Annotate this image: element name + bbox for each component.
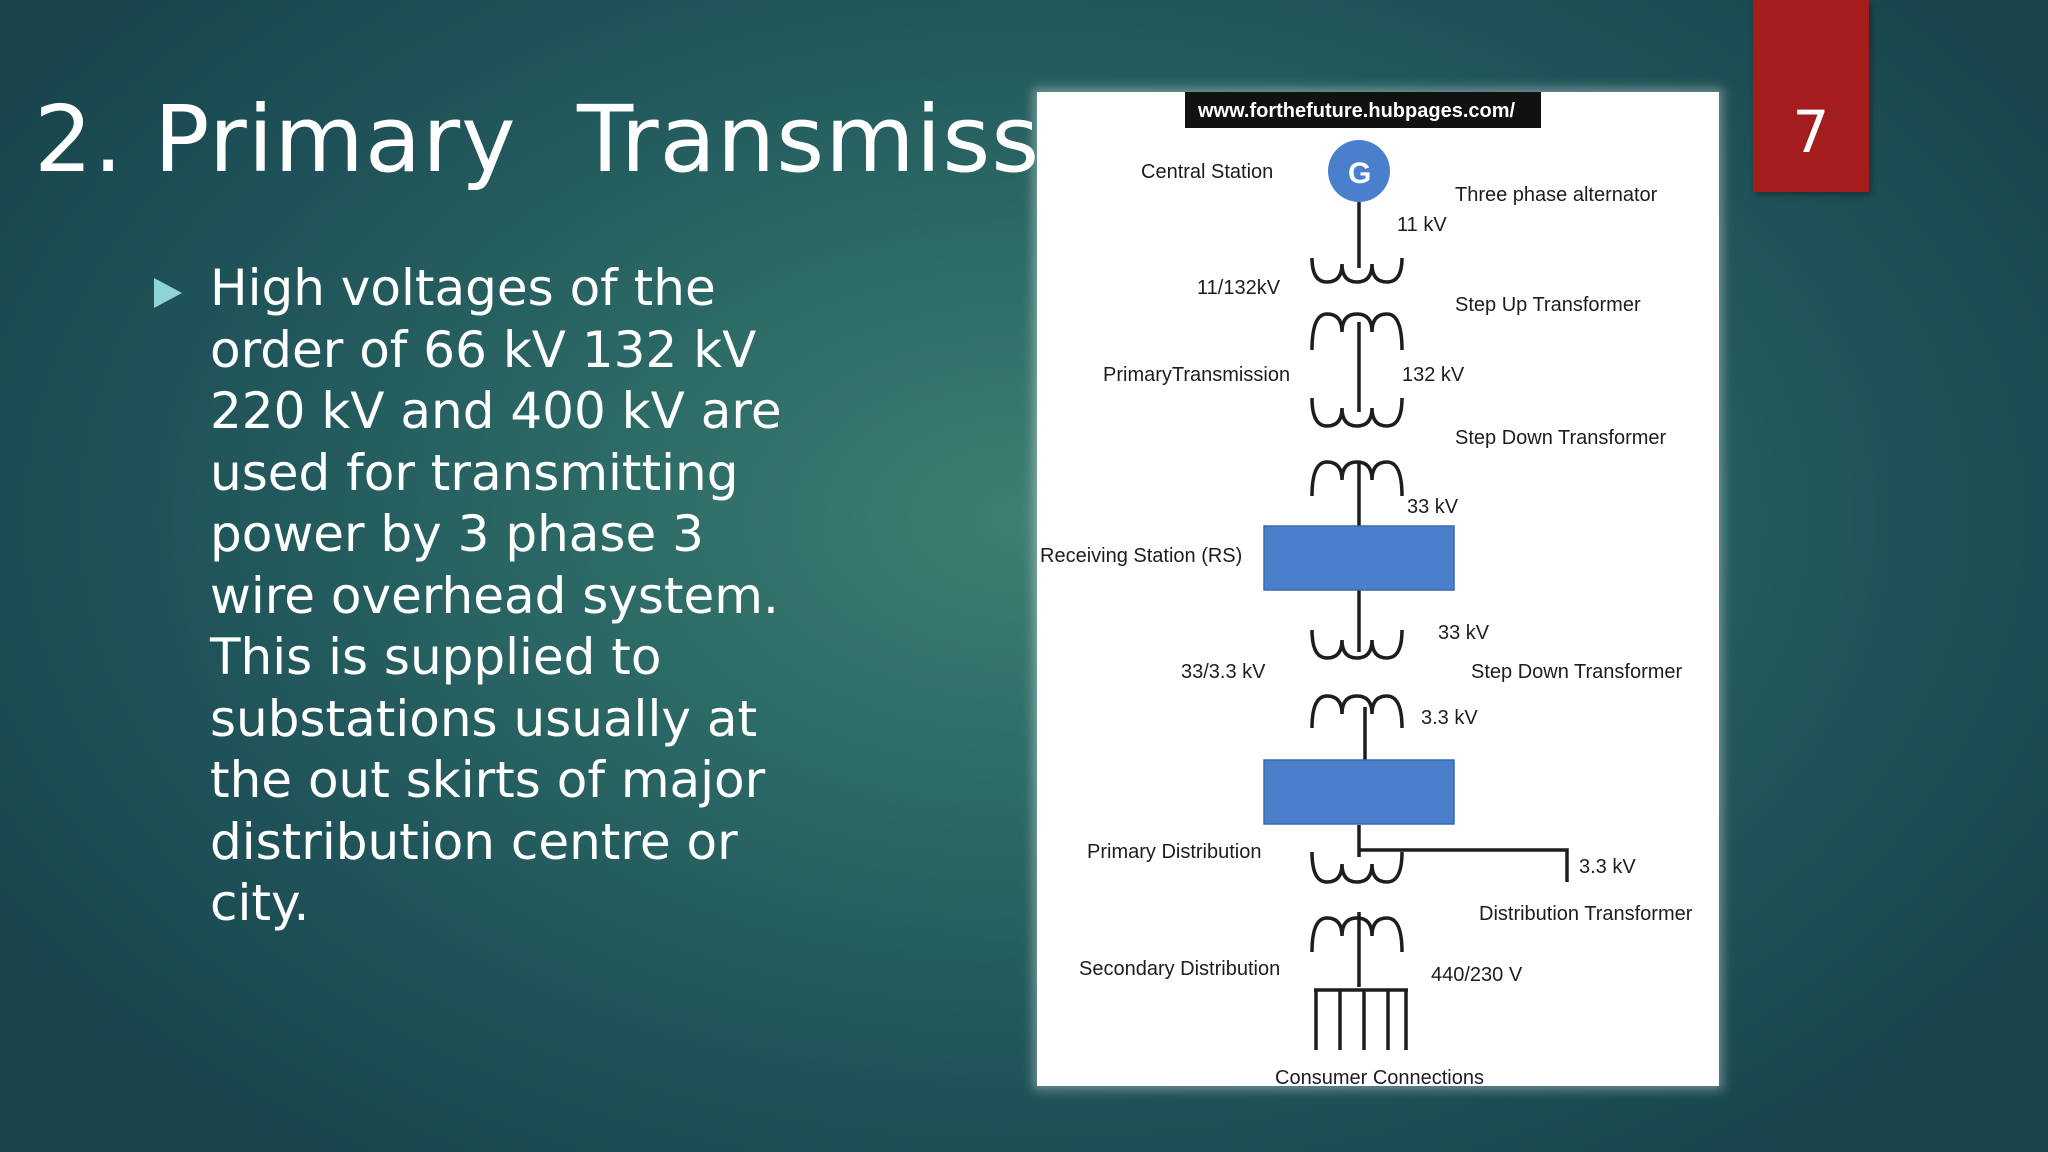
label-ratio-33-3-3: 33/3.3 kV xyxy=(1181,661,1266,683)
label-step-down-transformer-2: Step Down Transformer xyxy=(1471,661,1683,683)
label-440-230v: 440/230 V xyxy=(1431,964,1523,986)
url-text: www.forthefuture.hubpages.com/ xyxy=(1197,100,1515,122)
transformer-coil xyxy=(1310,257,1404,284)
transformer-coil xyxy=(1310,397,1404,428)
transformer-coil xyxy=(1310,916,1404,953)
generator-icon xyxy=(1328,140,1390,202)
label-central-station: Central Station xyxy=(1141,161,1273,183)
label-132kv: 132 kV xyxy=(1402,364,1465,386)
label-distribution-transformer: Distribution Transformer xyxy=(1479,903,1693,925)
label-ratio-11-132: 11/132kV xyxy=(1197,277,1281,299)
diagram-svg: www.forthefuture.hubpages.com/ G xyxy=(1040,92,1693,1086)
label-11kv: 11 kV xyxy=(1397,214,1447,236)
transformer-coil xyxy=(1310,851,1404,884)
url-banner xyxy=(1185,92,1541,128)
page-number: 7 xyxy=(1792,98,1830,166)
label-33kv-b: 33 kV xyxy=(1438,622,1490,644)
bullet-text: High voltages of the order of 66 kV 132 … xyxy=(210,259,782,932)
transformer-coil xyxy=(1310,629,1404,660)
label-three-phase-alternator: Three phase alternator xyxy=(1455,184,1658,206)
label-33kv-a: 33 kV xyxy=(1407,496,1459,518)
slide-title: 2. Primary Transmission xyxy=(34,86,1184,193)
label-primary-transmission: PrimaryTransmission xyxy=(1103,364,1290,386)
label-consumer-connections: Consumer Connections xyxy=(1275,1067,1484,1086)
power-system-diagram: www.forthefuture.hubpages.com/ G xyxy=(1037,92,1719,1086)
bullet-arrow-icon xyxy=(154,278,182,308)
label-step-down-transformer-1: Step Down Transformer xyxy=(1455,427,1667,449)
receiving-station-box xyxy=(1263,525,1455,591)
label-secondary-distribution: Secondary Distribution xyxy=(1079,958,1280,980)
page-number-badge: 7 xyxy=(1753,0,1869,192)
label-primary-distribution: Primary Distribution xyxy=(1087,841,1261,863)
generator-symbol: G xyxy=(1348,157,1371,190)
label-receiving-station: Receiving Station (RS) xyxy=(1040,545,1242,567)
label-3-3kv-b: 3.3 kV xyxy=(1579,856,1636,878)
transformer-coil xyxy=(1310,694,1404,729)
distribution-substation-box xyxy=(1263,759,1455,825)
transformer-coil xyxy=(1310,312,1404,351)
label-step-up-transformer: Step Up Transformer xyxy=(1455,294,1641,316)
feeder-branch-line xyxy=(1359,848,1569,882)
label-3-3kv-a: 3.3 kV xyxy=(1421,707,1478,729)
transformer-coil xyxy=(1310,460,1404,497)
